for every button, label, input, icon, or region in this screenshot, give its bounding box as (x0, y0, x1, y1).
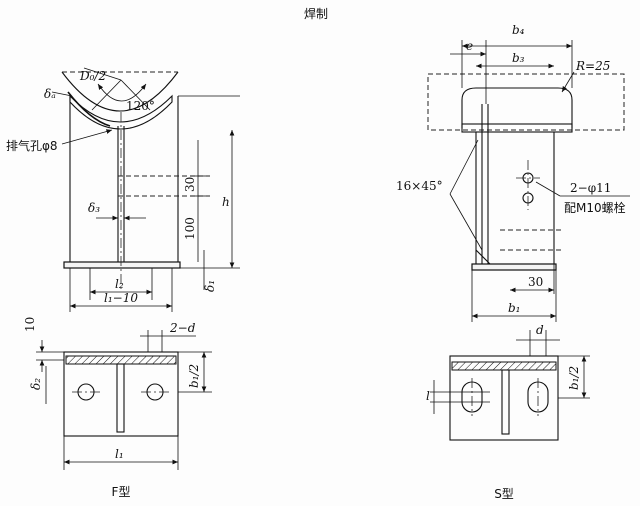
label-b4: b₄ (512, 23, 525, 37)
radius-arrow (561, 71, 575, 93)
label-b3: b₃ (512, 51, 525, 65)
label-b1-side: b₁ (508, 301, 521, 315)
pipe-outline-dashed (427, 73, 625, 131)
label-delta1: δ₁ (203, 280, 217, 292)
chamfer-line (475, 249, 491, 265)
label-100: 100 (183, 217, 197, 240)
f-type-plan-view: 10 δ₂ 2−d b₁/2 l₁ F型 (23, 317, 212, 499)
pipe-arc-outer (61, 71, 179, 112)
s-type-side-view: b₄ e b₃ R=25 16×45° 2−φ11 配M10螺栓 30 b₁ (396, 23, 630, 322)
label-type-f: F型 (112, 485, 131, 499)
saddle-plate (461, 123, 573, 133)
s-plan-rib (501, 369, 510, 435)
label-d: d (536, 323, 544, 337)
label-b1-half-s: b₁/2 (567, 366, 581, 390)
chamfer-leader-1 (449, 193, 483, 251)
label-l-slot: l (426, 389, 430, 403)
label-30-left: 30 (183, 177, 197, 192)
label-10: 10 (23, 317, 37, 332)
f-plan-rib (116, 363, 125, 433)
f-plan-outline (63, 351, 179, 437)
label-2-d: 2−d (169, 321, 196, 335)
holes-leader (535, 181, 561, 197)
label-type-s: S型 (494, 487, 514, 501)
label-holes: 2−φ11 (570, 181, 611, 195)
cradle-plate (69, 94, 173, 130)
label-chamfer: 16×45° (396, 179, 443, 193)
angle-arc (97, 83, 147, 102)
label-delta-a: δₐ (44, 87, 56, 101)
label-b1-half-f: b₁/2 (187, 364, 201, 388)
label-e: e (466, 39, 473, 53)
label-l2: l₂ (115, 277, 124, 291)
label-radius: R=25 (575, 59, 610, 73)
label-h: h (222, 195, 230, 209)
vent-leader (61, 129, 113, 145)
label-delta2: δ₂ (29, 378, 43, 390)
f-plan-top-plate (65, 355, 177, 365)
label-l1-minus-10: l₁−10 (104, 291, 138, 305)
label-d0-half: D₀/2 (79, 69, 106, 83)
label-l1: l₁ (115, 447, 124, 461)
radius-leader (83, 67, 122, 81)
chamfer-leader-2 (449, 139, 479, 195)
s-type-plan-view: d b₁/2 l S型 (426, 323, 590, 501)
cradle-edge (67, 91, 111, 127)
label-30-right: 30 (528, 275, 543, 289)
label-angle: 120° (126, 99, 155, 113)
delta-a-leader (51, 91, 73, 97)
label-delta3: δ₃ (88, 201, 100, 215)
angle-line-left (91, 79, 122, 111)
label-bolt: 配M10螺栓 (564, 200, 626, 215)
saddle-top (461, 87, 573, 128)
s-plan-top-plate (451, 361, 557, 371)
base-plate (63, 261, 181, 269)
label-vent-hole: 排气孔φ8 (6, 138, 58, 153)
f-type-front-view: δₐ D₀/2 120° 排气孔φ8 δ₃ 30 100 h δ₁ l₂ l₁−… (6, 67, 240, 312)
title: 焊制 (304, 6, 328, 21)
s-base-plate (471, 263, 557, 271)
